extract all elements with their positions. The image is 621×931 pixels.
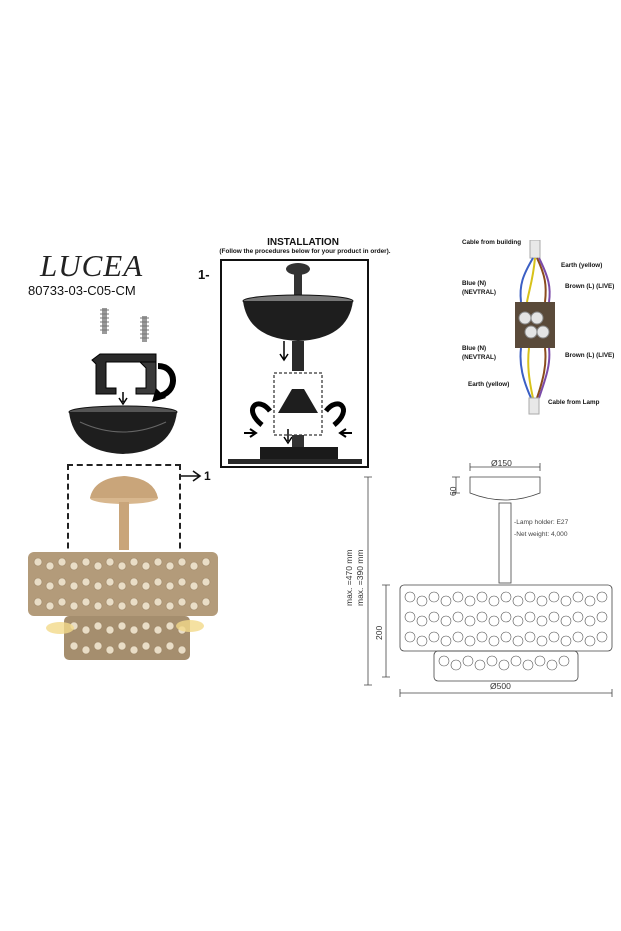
brown-wire-top: [536, 257, 547, 303]
installation-title: INSTALLATION: [267, 237, 339, 248]
product-code: 80733-03-C05-CM: [28, 283, 136, 298]
canopy-height-label: 60: [448, 486, 458, 496]
canopy-diameter-label: Ø150: [491, 458, 512, 468]
callout-number: 1: [204, 469, 211, 483]
earth-yellow-label-top: Earth (yellow): [561, 262, 603, 269]
blue-wire-top: [519, 257, 534, 303]
mounting-illustration: [68, 308, 178, 454]
blue-wire-bottom: [519, 347, 532, 399]
max-length-470-label: max. =470 mm: [344, 549, 354, 606]
brown-wire-bottom: [536, 347, 547, 399]
cable-from-lamp-label: Cable from Lamp: [548, 399, 600, 406]
rotate-arrow-left-icon: [250, 401, 272, 427]
installation-subtitle: (Follow the procedures below for your pr…: [219, 248, 391, 255]
blue-neutral-label-bottom-1: Blue (N): [462, 345, 487, 352]
step-label: 1-: [198, 267, 210, 282]
installation-step-illustration: [228, 263, 362, 464]
installation-step-box: [220, 259, 369, 468]
cable-from-building-label: Cable from building: [462, 239, 522, 246]
net-weight-spec: -Net weight: 4,000: [514, 531, 568, 538]
product-photo: [28, 476, 218, 660]
earth-wire-bottom: [527, 347, 534, 399]
rotate-arrow-icon: [157, 363, 176, 399]
wiring-diagram: [515, 240, 555, 415]
coupling-icon: [278, 389, 318, 413]
body-height-label: 200: [374, 625, 384, 640]
brown-live-label-top: Brown (L) (LIVE): [565, 283, 615, 290]
blue-neutral-label-top-1: Blue (N): [462, 280, 487, 287]
canopy-photo: [90, 476, 158, 504]
callout-arrow-icon: [181, 470, 202, 482]
technical-drawing: [364, 463, 613, 697]
earth-wire-top: [526, 257, 536, 303]
mounting-bracket-icon: [91, 353, 157, 395]
brown-live-label-bottom: Brown (L) (LIVE): [565, 352, 615, 359]
brand-name: LUCEA: [40, 248, 144, 283]
canopy-bowl-icon: [68, 405, 178, 454]
max-length-390-label: max. =390 mm: [355, 549, 365, 606]
earth-yellow-label-bottom: Earth (yellow): [468, 381, 510, 388]
beaded-shade-photo: [28, 552, 218, 660]
down-arrow-icon: [279, 341, 289, 362]
lamp-holder-spec: -Lamp holder: E27: [514, 519, 569, 526]
blue-neutral-label-bottom-2: (NEVTRAL): [462, 354, 496, 361]
down-arrow-icon: [118, 392, 128, 406]
terminal-block-icon: [515, 302, 555, 348]
body-diameter-label: Ø500: [490, 681, 511, 691]
rotate-arrow-right-icon: [324, 401, 346, 427]
canopy-icon: [242, 294, 354, 341]
screw-anchor-left-icon: [100, 308, 109, 334]
blue-neutral-label-top-2: (NEVTRAL): [462, 289, 496, 296]
screw-anchor-right-icon: [140, 316, 149, 342]
